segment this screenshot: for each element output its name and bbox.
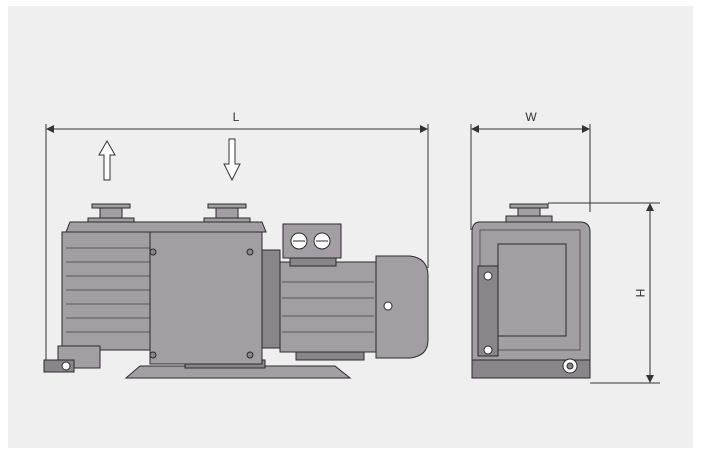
width-label: W <box>525 110 537 124</box>
length-label: L <box>233 110 240 124</box>
width-dimension: W <box>470 110 591 230</box>
pump-side-view <box>43 203 429 379</box>
arrow-down-icon <box>223 138 241 182</box>
length-dimension: L <box>45 110 429 365</box>
pump-front-view <box>471 203 591 379</box>
terminal-box-icon <box>282 223 342 267</box>
height-dimension: H <box>548 202 660 384</box>
height-label: H <box>633 289 647 298</box>
arrow-up-icon <box>98 139 116 181</box>
